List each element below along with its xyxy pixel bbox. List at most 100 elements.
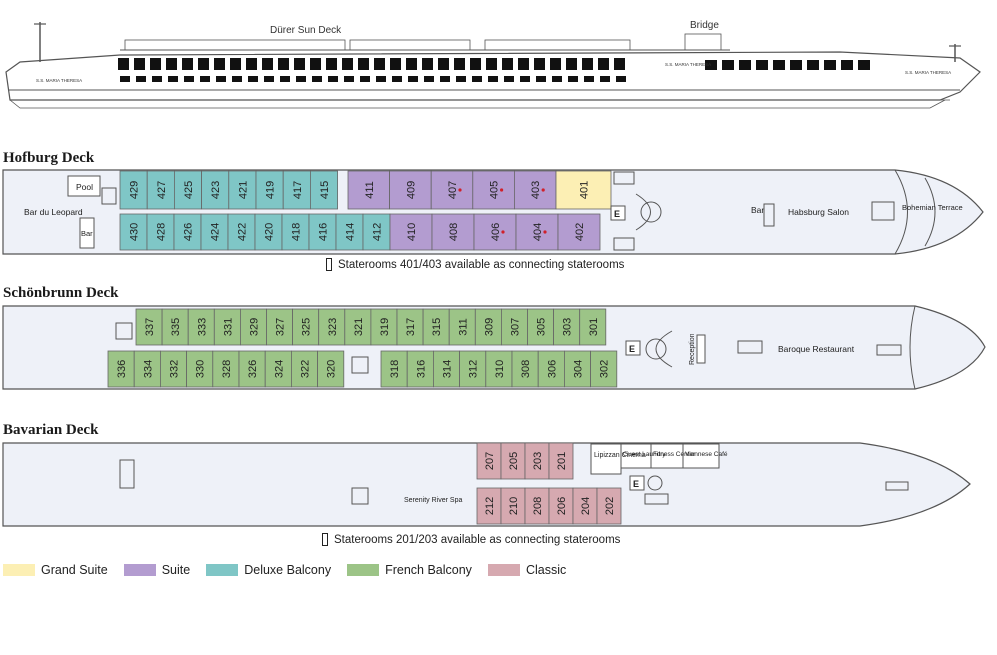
hofburg-stateroom-410[interactable] <box>389 213 433 251</box>
profile-window <box>582 58 593 70</box>
bavarian-stateroom-210[interactable] <box>500 487 526 525</box>
hofburg-stateroom-408[interactable] <box>431 213 475 251</box>
schonbrunn-elevator[interactable]: E <box>629 344 635 354</box>
hofburg-elevator[interactable]: E <box>614 209 620 219</box>
bavarian-stateroom-201[interactable] <box>548 442 574 480</box>
bohemian-terrace-label[interactable]: Bohemian Terrace <box>902 203 963 212</box>
schonbrunn-stateroom-320[interactable] <box>317 350 345 388</box>
schonbrunn-stateroom-302[interactable] <box>590 350 618 388</box>
bavarian-stateroom-label-206: 206 <box>556 497 568 515</box>
schonbrunn-stateroom-335[interactable] <box>161 308 189 346</box>
reception-label[interactable]: Reception <box>689 333 696 365</box>
pool-label[interactable]: Pool <box>76 182 93 192</box>
hofburg-stateroom-406[interactable] <box>473 213 517 251</box>
schonbrunn-stateroom-323[interactable] <box>318 308 346 346</box>
lipizzan-cinema-label[interactable]: Lipizzan Cinema <box>594 452 646 459</box>
schonbrunn-stateroom-333[interactable] <box>187 308 215 346</box>
bavarian-stateroom-203[interactable] <box>524 442 550 480</box>
hofburg-stateroom-419[interactable] <box>255 170 284 210</box>
schonbrunn-stateroom-307[interactable] <box>500 308 528 346</box>
schonbrunn-stateroom-301[interactable] <box>579 308 607 346</box>
viennese-cafe-label[interactable]: Viennese Café <box>685 451 728 458</box>
bar-right-label[interactable]: Bar <box>751 205 764 215</box>
hofburg-stateroom-label-417: 417 <box>292 181 304 199</box>
hofburg-stateroom-407[interactable] <box>430 170 474 210</box>
schonbrunn-stateroom-314[interactable] <box>432 350 460 388</box>
schonbrunn-stateroom-315[interactable] <box>422 308 450 346</box>
schonbrunn-stateroom-label-309: 309 <box>483 318 495 336</box>
profile-porthole <box>312 76 322 82</box>
schonbrunn-stateroom-303[interactable] <box>553 308 581 346</box>
hofburg-stateroom-426[interactable] <box>173 213 202 251</box>
profile-porthole <box>616 76 626 82</box>
hofburg-stateroom-421[interactable] <box>228 170 257 210</box>
schonbrunn-stateroom-label-327: 327 <box>275 318 287 336</box>
hofburg-stateroom-430[interactable] <box>119 213 148 251</box>
hofburg-stateroom-401[interactable] <box>555 170 612 210</box>
bavarian-stateroom-205[interactable] <box>500 442 526 480</box>
hofburg-stateroom-414[interactable] <box>335 213 364 251</box>
hofburg-stateroom-409[interactable] <box>389 170 432 210</box>
hofburg-stateroom-402[interactable] <box>557 213 601 251</box>
schonbrunn-stateroom-308[interactable] <box>511 350 539 388</box>
hofburg-stateroom-404[interactable] <box>515 213 559 251</box>
bavarian-elevator[interactable]: E <box>633 479 639 489</box>
schonbrunn-stateroom-336[interactable] <box>107 350 135 388</box>
schonbrunn-stateroom-label-302: 302 <box>599 360 611 378</box>
profile-window <box>824 60 836 70</box>
baroque-restaurant-label[interactable]: Baroque Restaurant <box>778 344 855 354</box>
bar-left-label[interactable]: Bar <box>81 229 93 238</box>
schonbrunn-stateroom-321[interactable] <box>344 308 372 346</box>
profile-porthole <box>472 76 482 82</box>
schonbrunn-stateroom-309[interactable] <box>474 308 502 346</box>
hofburg-stateroom-label-420: 420 <box>264 223 276 241</box>
hofburg-stateroom-424[interactable] <box>200 213 229 251</box>
profile-porthole <box>568 76 578 82</box>
hofburg-stateroom-label-426: 426 <box>183 223 195 241</box>
serenity-spa-label[interactable]: Serenity River Spa <box>404 497 462 504</box>
schonbrunn-stateroom-label-322: 322 <box>300 360 312 378</box>
hofburg-stateroom-412[interactable] <box>362 213 391 251</box>
schonbrunn-stateroom-334[interactable] <box>133 350 161 388</box>
bavarian-stateroom-207[interactable] <box>476 442 502 480</box>
fitness-center-label[interactable]: Fitness Center <box>653 451 696 458</box>
schonbrunn-stateroom-312[interactable] <box>459 350 487 388</box>
bavarian-stateroom-208[interactable] <box>524 487 550 525</box>
hofburg-stateroom-417[interactable] <box>282 170 311 210</box>
schonbrunn-stateroom-331[interactable] <box>213 308 241 346</box>
bavarian-stateroom-212[interactable] <box>476 487 502 525</box>
habsburg-salon-label[interactable]: Habsburg Salon <box>788 207 849 217</box>
schonbrunn-stateroom-310[interactable] <box>485 350 513 388</box>
bavarian-stateroom-202[interactable] <box>596 487 622 525</box>
hofburg-stateroom-403[interactable] <box>514 170 557 210</box>
hofburg-stateroom-428[interactable] <box>146 213 175 251</box>
schonbrunn-stateroom-328[interactable] <box>212 350 240 388</box>
schonbrunn-stateroom-label-310: 310 <box>494 360 506 378</box>
bavarian-stateroom-204[interactable] <box>572 487 598 525</box>
schonbrunn-stateroom-329[interactable] <box>239 308 267 346</box>
schonbrunn-stateroom-label-312: 312 <box>468 360 480 378</box>
hofburg-stateroom-423[interactable] <box>201 170 230 210</box>
hofburg-stateroom-429[interactable] <box>119 170 148 210</box>
profile-window <box>374 58 385 70</box>
schonbrunn-stateroom-316[interactable] <box>406 350 434 388</box>
hofburg-stateroom-416[interactable] <box>308 213 337 251</box>
schonbrunn-stateroom-319[interactable] <box>370 308 398 346</box>
schonbrunn-stateroom-330[interactable] <box>186 350 214 388</box>
bavarian-stateroom-206[interactable] <box>548 487 574 525</box>
hofburg-stateroom-415[interactable] <box>309 170 338 210</box>
guest-laundry-label[interactable]: Guest Laundry <box>623 451 666 458</box>
schonbrunn-stateroom-305[interactable] <box>527 308 555 346</box>
schonbrunn-stateroom-318[interactable] <box>380 350 408 388</box>
hofburg-stateroom-425[interactable] <box>173 170 202 210</box>
hofburg-stateroom-405[interactable] <box>472 170 515 210</box>
schonbrunn-stateroom-label-329: 329 <box>248 318 260 336</box>
profile-window <box>406 58 417 70</box>
schonbrunn-stateroom-304[interactable] <box>564 350 592 388</box>
hofburg-stateroom-422[interactable] <box>227 213 256 251</box>
schonbrunn-stateroom-326[interactable] <box>238 350 266 388</box>
hofburg-stateroom-411[interactable] <box>347 170 390 210</box>
hofburg-stateroom-427[interactable] <box>146 170 175 210</box>
schonbrunn-stateroom-324[interactable] <box>264 350 292 388</box>
schonbrunn-stateroom-332[interactable] <box>159 350 187 388</box>
